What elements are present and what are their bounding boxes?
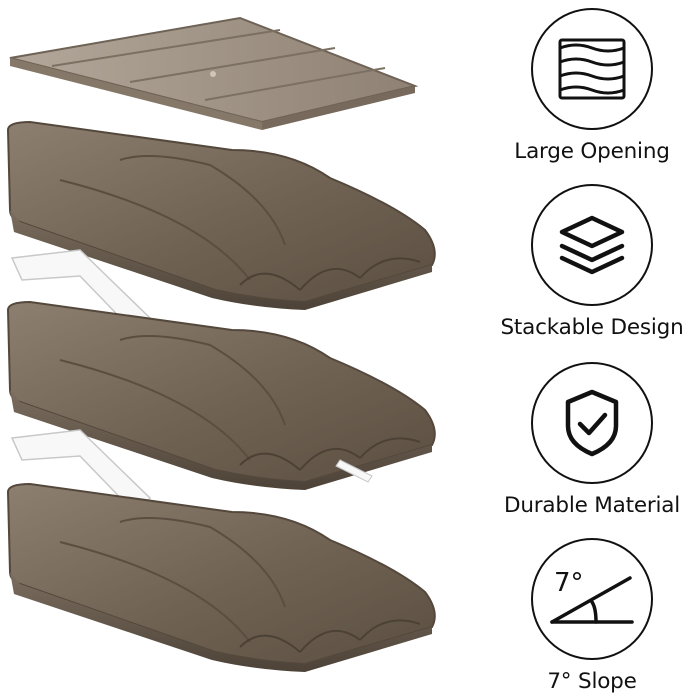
feature-large-opening: Large Opening bbox=[492, 8, 692, 164]
tray-2 bbox=[6, 300, 436, 490]
tray-lid bbox=[9, 16, 419, 130]
feature-stackable-design: Stackable Design bbox=[492, 184, 692, 340]
shield-check-icon bbox=[531, 362, 653, 484]
layers-open-icon bbox=[531, 8, 653, 130]
feature-label: Large Opening bbox=[514, 139, 670, 164]
angle-icon: 7° bbox=[531, 538, 653, 660]
angle-value: 7° bbox=[554, 568, 584, 598]
feature-label: 7° Slope bbox=[547, 669, 637, 694]
feature-label: Stackable Design bbox=[500, 315, 684, 340]
feature-7-degree-slope: 7° 7° Slope bbox=[492, 538, 692, 694]
tray-1 bbox=[6, 120, 436, 310]
feature-label: Durable Material bbox=[503, 493, 681, 518]
stack-icon bbox=[531, 184, 653, 306]
product-illustration bbox=[6, 16, 436, 672]
feature-durable-material: Durable Material bbox=[492, 362, 692, 518]
tray-3 bbox=[6, 482, 436, 672]
